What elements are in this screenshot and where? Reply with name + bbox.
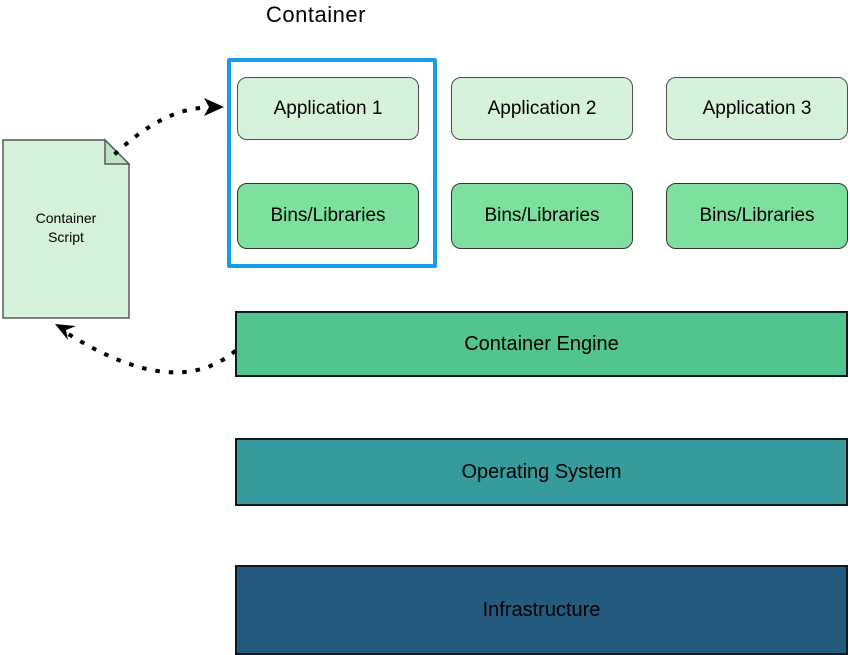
application-3-box: Application 3 xyxy=(666,77,848,140)
document-body xyxy=(2,139,130,319)
container-script-label-line2: Script xyxy=(48,229,84,245)
engine-to-script-dotted-line xyxy=(67,332,237,375)
bins-libraries-2-box: Bins/Libraries xyxy=(451,183,633,249)
application-1-box: Application 1 xyxy=(237,77,419,140)
application-2-box: Application 2 xyxy=(451,77,633,140)
container-engine-layer: Container Engine xyxy=(235,311,848,377)
container-outline-box xyxy=(227,58,437,268)
bins-libraries-1-box: Bins/Libraries xyxy=(237,183,419,249)
bins-libraries-3-box: Bins/Libraries xyxy=(666,183,848,249)
script-to-container-arrowhead-icon xyxy=(204,98,224,116)
container-group-title: Container xyxy=(266,2,366,27)
container-script-label-line1: Container xyxy=(35,210,97,226)
engine-to-script-arrowhead-icon xyxy=(55,324,76,340)
document-folded-corner-icon xyxy=(104,138,131,165)
container-script-label: Container Script xyxy=(3,209,129,247)
infrastructure-layer: Infrastructure xyxy=(235,565,848,655)
operating-system-layer: Operating System xyxy=(235,438,848,506)
